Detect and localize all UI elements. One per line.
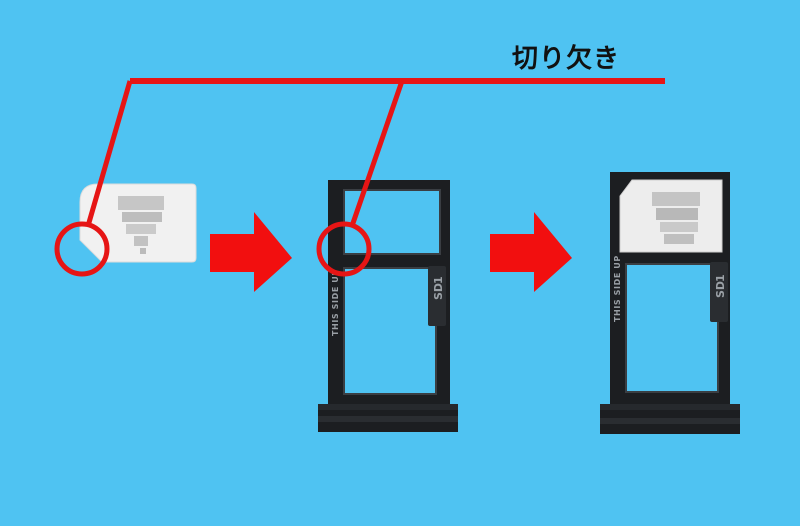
tray-side-marking: THIS SIDE UP	[331, 269, 340, 336]
notch-label: 切り欠き	[512, 44, 621, 74]
tray-sd-marking: SD	[432, 283, 445, 300]
notch-circle-tray	[316, 221, 372, 277]
arrow-right-icon	[490, 212, 572, 292]
tray-slot-number: 1	[714, 274, 727, 282]
notch-callout	[54, 78, 665, 277]
sim-chip-blur	[652, 192, 700, 244]
callout-line-to-tray	[349, 80, 405, 227]
sim-card-icon	[79, 183, 197, 263]
tray-slot-number: 1	[432, 276, 445, 284]
sim-chip-blur	[118, 196, 164, 254]
arrow-right-icon	[210, 212, 292, 292]
tray-sd-marking: SD	[714, 281, 727, 298]
sim-tray-icon: THIS SIDE UP SD 1	[318, 180, 458, 432]
sim-tray-icon: THIS SIDE UP SD 1	[600, 172, 740, 434]
notch-circle-card	[54, 221, 110, 277]
tray-side-marking: THIS SIDE UP	[613, 255, 622, 322]
callout-line-to-card	[85, 80, 133, 227]
